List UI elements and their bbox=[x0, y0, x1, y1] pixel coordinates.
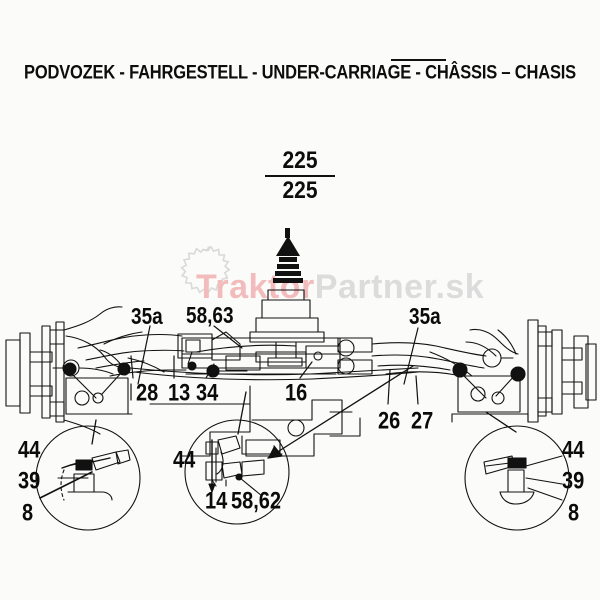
page-number-bottom: 225 bbox=[282, 177, 318, 204]
callout-c35a-left: 35a bbox=[131, 305, 163, 331]
page-number-top: 225 bbox=[282, 147, 318, 174]
callout-c8-right: 8 bbox=[568, 500, 580, 527]
callout-c34: 34 bbox=[196, 380, 219, 407]
callout-c5862: 58,62 bbox=[231, 488, 282, 515]
callout-c5863: 58,63 bbox=[186, 304, 234, 330]
callout-leader-lines bbox=[130, 325, 419, 405]
left-hub-flange bbox=[5, 321, 65, 423]
fraction-bar bbox=[265, 175, 335, 177]
callout-c8-left: 8 bbox=[22, 500, 34, 527]
callout-c27: 27 bbox=[411, 408, 434, 435]
detail-pointer-lines bbox=[91, 365, 517, 459]
center-tower bbox=[249, 289, 325, 367]
page-title: PODVOZEK - FAHRGESTELL - UNDER-CARRIAGE … bbox=[24, 62, 576, 84]
callout-c13: 13 bbox=[168, 380, 191, 407]
callout-c39-right: 39 bbox=[562, 468, 585, 495]
right-steering-knuckle bbox=[451, 328, 529, 423]
callout-c44-center: 44 bbox=[173, 447, 196, 474]
title-overline bbox=[391, 59, 446, 61]
callout-c44-right: 44 bbox=[562, 437, 585, 464]
callout-c35a-right: 35a bbox=[409, 305, 441, 331]
callout-c28: 28 bbox=[136, 380, 159, 407]
up-arrow-marker bbox=[273, 228, 303, 283]
detail-circle-right bbox=[464, 425, 570, 531]
detail-circle-center bbox=[184, 419, 290, 525]
callout-c16: 16 bbox=[285, 380, 308, 407]
page-number-fraction: 225 225 bbox=[262, 147, 338, 204]
callout-c44-left: 44 bbox=[18, 437, 41, 464]
lower-frame bbox=[149, 385, 361, 457]
left-steering-knuckle bbox=[52, 306, 133, 435]
detail-circle-left bbox=[35, 425, 141, 531]
callout-c39-left: 39 bbox=[18, 468, 41, 495]
callout-c14: 14 bbox=[205, 488, 228, 515]
axle-beam-right bbox=[371, 342, 487, 377]
right-hub-flange bbox=[527, 319, 597, 423]
callout-c26: 26 bbox=[378, 408, 401, 435]
axle-center-housing bbox=[177, 331, 373, 378]
